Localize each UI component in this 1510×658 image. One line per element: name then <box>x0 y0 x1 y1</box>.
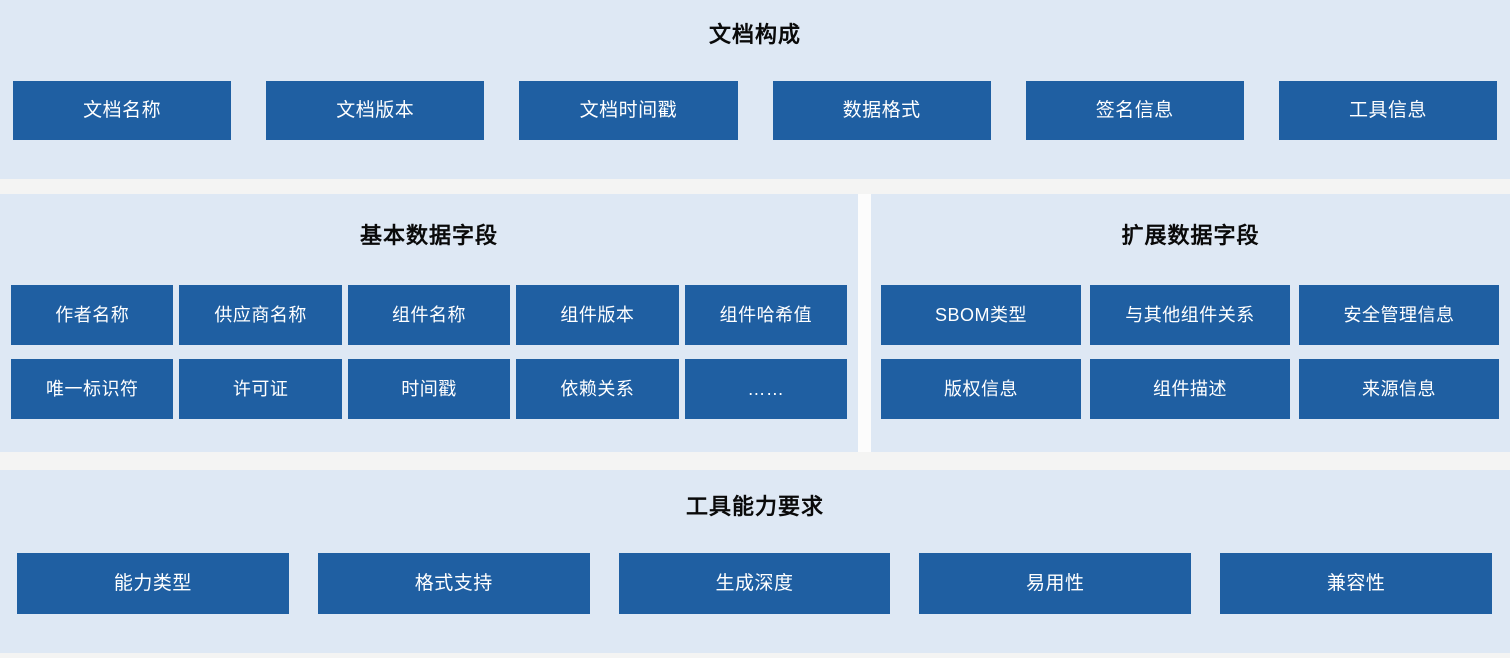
section-title-tool-capability: 工具能力要求 <box>685 494 824 519</box>
panel-separator-bottom <box>0 653 1510 658</box>
tool-item-format-support[interactable]: 格式支持 <box>317 553 590 614</box>
basic-fields-row-2: 唯一标识符 许可证 时间戳 依赖关系 …… <box>11 359 848 419</box>
extended-fields-row-1: SBOM类型 与其他组件关系 安全管理信息 <box>881 285 1499 345</box>
basic-item-timestamp[interactable]: 时间戳 <box>347 359 511 419</box>
basic-item-component-version[interactable]: 组件版本 <box>516 285 679 345</box>
panel-separator-vertical <box>858 194 871 452</box>
section-document-composition: 文档构成 <box>0 0 1510 179</box>
basic-item-unique-identifier[interactable]: 唯一标识符 <box>11 359 174 419</box>
basic-item-author-name[interactable]: 作者名称 <box>11 285 174 345</box>
document-item-tool-info[interactable]: 工具信息 <box>1278 81 1498 140</box>
tool-item-capability-type[interactable]: 能力类型 <box>17 553 289 614</box>
basic-item-component-name[interactable]: 组件名称 <box>347 285 511 345</box>
basic-fields-row-1: 作者名称 供应商名称 组件名称 组件版本 组件哈希值 <box>11 285 848 345</box>
basic-item-license[interactable]: 许可证 <box>179 359 342 419</box>
extended-item-copyright-info[interactable]: 版权信息 <box>881 359 1081 419</box>
extended-item-component-desc[interactable]: 组件描述 <box>1090 359 1290 419</box>
basic-item-component-hash[interactable]: 组件哈希值 <box>684 285 848 345</box>
document-item-data-format[interactable]: 数据格式 <box>772 81 991 140</box>
section-title-extended-data-fields: 扩展数据字段 <box>1121 223 1260 248</box>
extended-item-sbom-type[interactable]: SBOM类型 <box>881 285 1081 345</box>
tool-item-compatibility[interactable]: 兼容性 <box>1220 553 1492 614</box>
section-title-basic-data-fields: 基本数据字段 <box>359 223 498 248</box>
basic-item-dependency[interactable]: 依赖关系 <box>516 359 679 419</box>
extended-item-security-management[interactable]: 安全管理信息 <box>1299 285 1499 345</box>
extended-item-source-info[interactable]: 来源信息 <box>1299 359 1499 419</box>
panel-separator-middle <box>0 452 1510 470</box>
document-item-signature-info[interactable]: 签名信息 <box>1025 81 1244 140</box>
section-title-document-composition: 文档构成 <box>708 22 801 47</box>
document-composition-item-row: 文档名称 文档版本 文档时间戳 数据格式 签名信息 工具信息 <box>13 81 1498 140</box>
extended-fields-row-2: 版权信息 组件描述 来源信息 <box>881 359 1499 419</box>
panel-separator-top <box>0 179 1510 194</box>
extended-item-component-relations[interactable]: 与其他组件关系 <box>1090 285 1290 345</box>
basic-item-supplier-name[interactable]: 供应商名称 <box>179 285 342 345</box>
tool-item-generation-depth[interactable]: 生成深度 <box>618 553 891 614</box>
document-item-document-timestamp[interactable]: 文档时间戳 <box>519 81 738 140</box>
basic-item-ellipsis[interactable]: …… <box>684 359 848 419</box>
document-item-document-name[interactable]: 文档名称 <box>13 81 232 140</box>
tool-item-usability[interactable]: 易用性 <box>919 553 1192 614</box>
document-item-document-version[interactable]: 文档版本 <box>266 81 485 140</box>
tool-capability-item-row: 能力类型 格式支持 生成深度 易用性 兼容性 <box>17 553 1492 614</box>
